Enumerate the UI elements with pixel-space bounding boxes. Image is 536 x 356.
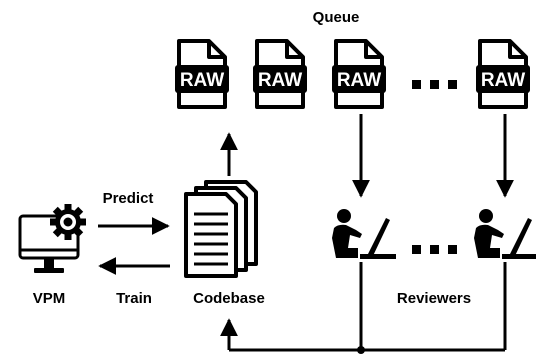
raw-file-icon: RAW	[476, 39, 530, 109]
raw-file-icon: RAW	[175, 39, 229, 109]
junction-dot	[357, 346, 365, 354]
person-at-computer-icon	[474, 209, 536, 259]
raw-file-icon: RAW	[253, 39, 307, 109]
vpm-label: VPM	[33, 290, 66, 307]
predict-label: Predict	[103, 190, 154, 207]
monitor-with-gear-icon	[18, 204, 86, 273]
stacked-documents-icon	[184, 180, 258, 278]
feedback-loop-arrow	[220, 262, 507, 352]
reviewers-ellipsis	[412, 245, 457, 254]
person-at-computer-icon	[332, 209, 396, 259]
queue-ellipsis	[412, 80, 457, 89]
reviewers-label: Reviewers	[397, 290, 471, 307]
queue-label: Queue	[313, 9, 360, 26]
train-label: Train	[116, 290, 152, 307]
codebase-label: Codebase	[193, 290, 265, 307]
raw-label: RAW	[481, 70, 525, 91]
raw-label: RAW	[180, 70, 224, 91]
raw-label: RAW	[258, 70, 302, 91]
raw-label: RAW	[337, 70, 381, 91]
raw-file-icon: RAW	[332, 39, 386, 109]
